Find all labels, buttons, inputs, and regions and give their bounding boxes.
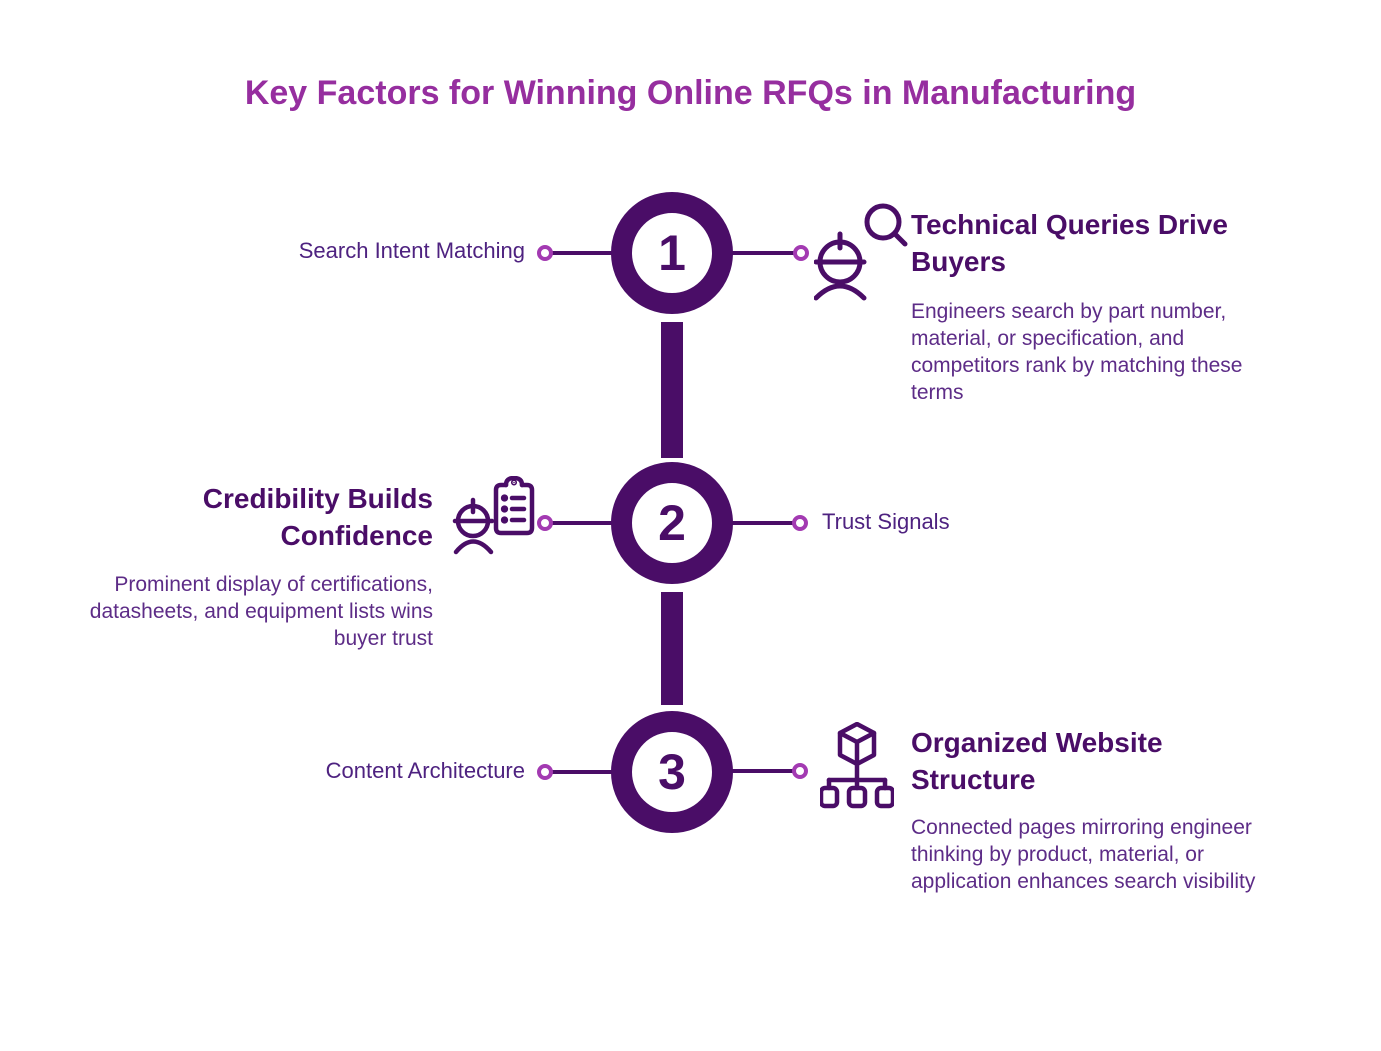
step3-heading: Organized Website Structure bbox=[911, 727, 1163, 795]
step1-node: 1 bbox=[611, 192, 733, 314]
step2-heading: Credibility Builds Confidence bbox=[202, 483, 433, 551]
step3-left-line bbox=[552, 770, 614, 774]
engineer-search-icon bbox=[814, 200, 908, 302]
step1-label: Search Intent Matching bbox=[298, 238, 525, 263]
step1-left-line bbox=[552, 251, 614, 255]
step3-node: 3 bbox=[611, 711, 733, 833]
step2-right-endpoint bbox=[792, 515, 808, 531]
step3-label: Content Architecture bbox=[325, 758, 525, 783]
step1-right-endpoint bbox=[793, 245, 809, 261]
step1-right-line bbox=[731, 251, 795, 255]
step2-node: 2 bbox=[611, 462, 733, 584]
step2-description: Prominent display of certifications, dat… bbox=[89, 573, 433, 650]
step1-left-endpoint bbox=[537, 245, 553, 261]
step2-number: 2 bbox=[658, 495, 686, 551]
step3-number: 3 bbox=[658, 744, 686, 800]
engineer-checklist-icon bbox=[452, 476, 536, 560]
step3-description: Connected pages mirroring engineer think… bbox=[911, 816, 1256, 893]
step1-description: Engineers search by part number, materia… bbox=[911, 300, 1243, 404]
step1-heading: Technical Queries Drive Buyers bbox=[911, 209, 1228, 277]
cube-sitemap-icon bbox=[820, 722, 894, 810]
page-title: Key Factors for Winning Online RFQs in M… bbox=[244, 74, 1137, 112]
step3-left-endpoint bbox=[537, 764, 553, 780]
step2-label: Trust Signals bbox=[822, 509, 950, 534]
step2-right-line bbox=[731, 521, 795, 525]
step3-right-endpoint bbox=[792, 763, 808, 779]
step1-number: 1 bbox=[658, 225, 686, 281]
timeline-connector-1-2 bbox=[661, 322, 683, 458]
step3-right-line bbox=[731, 769, 795, 773]
step2-left-line bbox=[552, 521, 614, 525]
step2-left-endpoint bbox=[537, 515, 553, 531]
timeline-connector-2-3 bbox=[661, 592, 683, 705]
